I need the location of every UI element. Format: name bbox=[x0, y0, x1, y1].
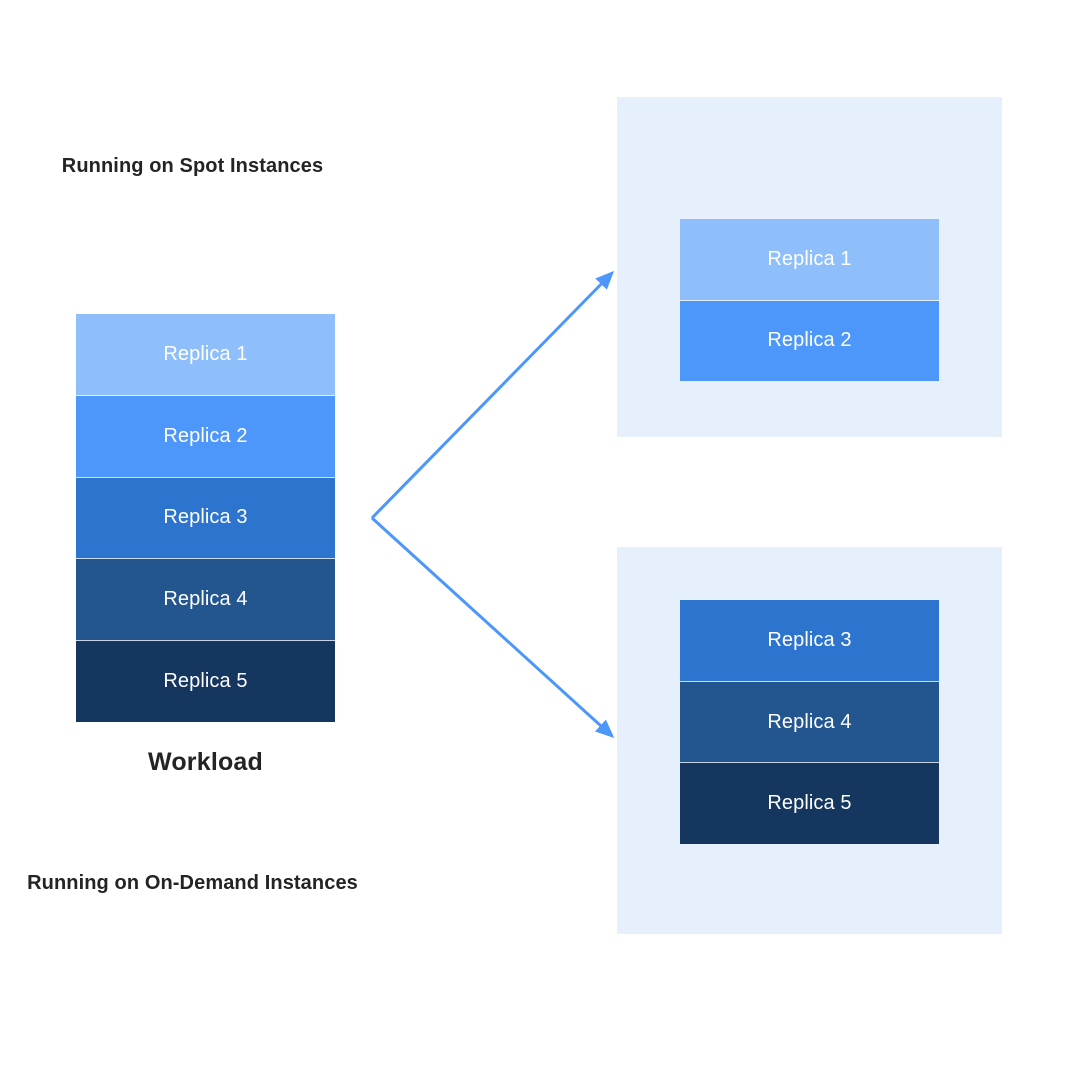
workload-replica-1-label: Replica 1 bbox=[163, 342, 248, 365]
workload-replica-2[interactable]: Replica 2 bbox=[76, 395, 335, 478]
workload-replica-3-label: Replica 3 bbox=[163, 506, 248, 529]
on-demand-replica-5[interactable]: Replica 5 bbox=[680, 763, 939, 845]
on-demand-replica-stack: Replica 3 Replica 4 Replica 5 bbox=[680, 600, 939, 845]
on-demand-replica-4[interactable]: Replica 4 bbox=[680, 681, 939, 764]
workload-replica-4-label: Replica 4 bbox=[163, 588, 248, 611]
workload-caption: Workload bbox=[147, 748, 264, 776]
on-demand-replica-3-label: Replica 3 bbox=[767, 628, 852, 651]
on-demand-replica-3[interactable]: Replica 3 bbox=[680, 600, 939, 682]
spot-instances-title: Running on Spot Instances bbox=[61, 155, 324, 177]
workload-replica-2-label: Replica 2 bbox=[163, 424, 248, 447]
spot-replica-1-label: Replica 1 bbox=[767, 247, 852, 270]
arrow-to-on-demand-instances bbox=[370, 516, 615, 739]
spot-replica-stack: Replica 1 Replica 2 bbox=[680, 219, 939, 381]
workload-replica-1[interactable]: Replica 1 bbox=[76, 314, 335, 396]
arrow-to-spot-instances bbox=[370, 270, 615, 520]
spot-replica-2-label: Replica 2 bbox=[767, 329, 852, 352]
on-demand-replica-4-label: Replica 4 bbox=[767, 710, 852, 733]
workload-replica-5[interactable]: Replica 5 bbox=[76, 641, 335, 722]
on-demand-instances-title: Running on On-Demand Instances bbox=[27, 872, 358, 894]
workload-replica-3[interactable]: Replica 3 bbox=[76, 477, 335, 560]
on-demand-replica-5-label: Replica 5 bbox=[767, 792, 852, 815]
workload-replica-5-label: Replica 5 bbox=[163, 670, 248, 693]
spot-replica-2[interactable]: Replica 2 bbox=[680, 300, 939, 381]
workload-group: Replica 1 Replica 2 Replica 3 Replica 4 … bbox=[76, 314, 335, 777]
workload-replica-4[interactable]: Replica 4 bbox=[76, 559, 335, 642]
workload-replica-stack: Replica 1 Replica 2 Replica 3 Replica 4 … bbox=[76, 314, 335, 722]
spot-replica-1[interactable]: Replica 1 bbox=[680, 219, 939, 301]
